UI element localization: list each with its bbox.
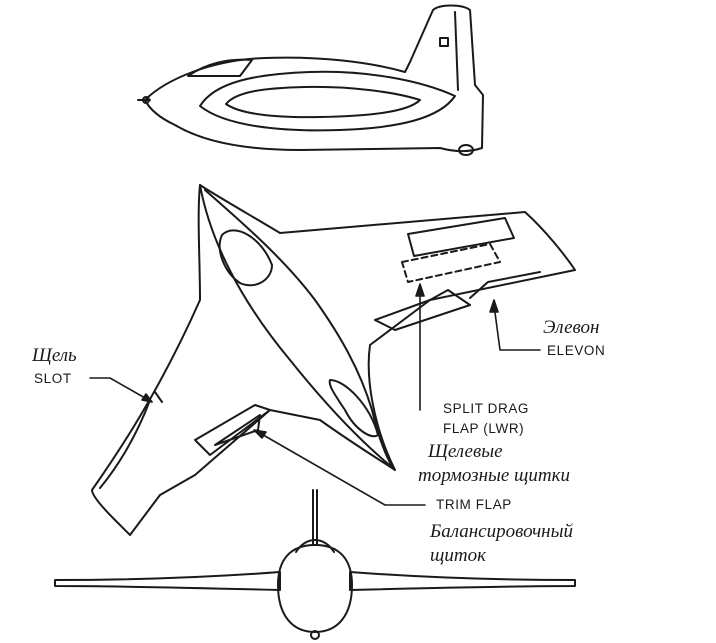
side-wing-outer [199,70,456,132]
trim-flap-arrowhead [253,429,267,439]
side-rudder-tab [439,37,449,47]
plan-view [91,184,576,536]
plan-slot-mark [154,391,163,403]
front-fuselage [277,544,353,633]
plan-tail-fin [328,379,379,438]
leader-lines [89,283,541,506]
elevon-leader [493,304,541,351]
trim-flap-label-ru-line1: Балансировочный [430,521,573,542]
elevon-label-ru: Элевон [543,317,600,338]
split-drag-label-line1: SPLIT DRAG [443,401,530,416]
plan-outline [91,184,576,536]
front-view [54,489,576,640]
slot-arrowhead [141,393,153,403]
slot-label-en: SLOT [34,371,72,386]
plan-fuselage-centerline [199,184,394,469]
split-drag-label-ru-line1: Щелевые [428,441,503,462]
trim-flap-leader [257,431,426,506]
split-drag-arrowhead [415,283,425,297]
elevon-arrowhead [489,299,499,313]
split-drag-label-ru-line2: тормозные щитки [418,465,570,486]
elevon-label-en: ELEVON [547,343,606,358]
slot-label-ru: Щель [32,345,77,366]
front-canopy [295,539,335,553]
plan-canopy [218,229,273,287]
plan-elevon-hinge [469,271,541,299]
plan-split-drag-flap-b [401,243,501,283]
plan-elevon [374,289,471,331]
trim-flap-label-ru-line2: щиток [430,545,486,566]
plan-trim-flap [194,404,271,456]
front-wing-right [349,571,576,591]
slot-leader [89,377,153,403]
side-tail-skid [458,144,474,156]
split-drag-label-line2: FLAP (LWR) [443,421,525,436]
side-rudder-hinge [454,11,459,91]
plan-slot [99,399,151,489]
trim-flap-label-en: TRIM FLAP [436,497,512,512]
plan-trim-flap-inner [214,414,261,446]
front-skid [310,630,320,640]
side-fuselage [144,4,484,152]
plan-split-drag-flap-a [407,217,515,257]
side-canopy [187,58,253,77]
front-wing-left [54,571,281,591]
side-nose-spinner [142,96,150,104]
side-wing-inner [225,85,421,119]
side-view [137,4,484,156]
